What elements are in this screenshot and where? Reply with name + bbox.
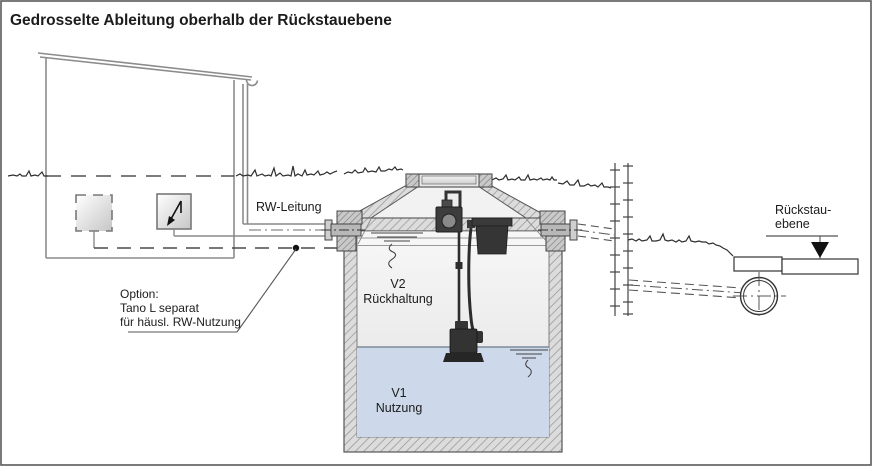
ground-left-segment	[7, 169, 48, 177]
street	[781, 258, 859, 275]
sewer-dash-bottom	[628, 289, 743, 299]
throttle-drum	[441, 213, 457, 229]
ground-over-tank-left	[343, 165, 404, 175]
outlet-flange	[538, 210, 582, 252]
inlet-flange	[321, 210, 365, 252]
pump-base	[443, 353, 484, 362]
pump	[449, 328, 478, 354]
v1-name-label: Nutzung	[376, 401, 423, 415]
sewer-pipe-section	[733, 272, 786, 320]
pump-symbol-icon	[167, 200, 182, 226]
ground-over-tank-right	[491, 173, 557, 181]
v1-level-squiggle	[510, 349, 548, 378]
inlet-flange-bottom-block	[336, 235, 357, 252]
outlet-dash-bottom	[577, 235, 615, 242]
roof-inner-line	[39, 56, 252, 81]
backflow-label-line1: Rückstau-	[775, 203, 831, 217]
intake-basket	[475, 225, 509, 255]
optional-storage-unit-box	[75, 194, 113, 232]
ground-house-to-tank	[235, 165, 338, 178]
v2-level-squiggle	[371, 232, 423, 269]
cone-inner-edge-left	[357, 218, 372, 245]
inlet-flange-top-block	[336, 210, 363, 225]
pump-symbol-arrowhead	[167, 216, 175, 226]
sewer-dash-top	[628, 279, 742, 289]
gutter-hook	[245, 79, 259, 87]
cone-inner-edge-right	[525, 218, 550, 245]
option-connection-dot	[292, 244, 300, 252]
backflow-level-triangle-icon	[811, 242, 829, 258]
pump-cap	[455, 321, 468, 330]
house-connections	[93, 223, 338, 252]
manhole-block-right	[478, 173, 493, 188]
ground-right-of-fence	[627, 232, 734, 257]
option-label-line1: Option:	[120, 287, 159, 301]
manhole-cover	[405, 173, 493, 188]
sidewalk	[733, 256, 783, 272]
manhole-lid	[421, 175, 477, 185]
option-leader-line	[236, 248, 297, 333]
roof-line	[37, 52, 253, 78]
house	[37, 52, 259, 259]
ground-tank-to-fence	[557, 178, 612, 189]
intake-basket-rim	[471, 217, 513, 227]
sewer-dash-center	[628, 284, 746, 294]
pump-symbol-diagonal	[170, 200, 182, 220]
outlet-flange-top-block	[539, 210, 566, 225]
option-label-line2: Tano L separat	[120, 301, 200, 315]
backflow-label-line2: ebene	[775, 217, 810, 231]
ground-line	[7, 165, 734, 257]
rw-leitung-label: RW-Leitung	[256, 200, 322, 214]
basket-elbow	[467, 220, 475, 228]
option-label-line3: für häusl. RW-Nutzung	[120, 315, 241, 329]
cable-node	[455, 262, 463, 269]
outlet-dash-center	[577, 229, 615, 236]
sewer-connection-pipe	[628, 279, 746, 299]
outlet-flange-bottom-block	[545, 235, 566, 252]
v1-code-label: V1	[391, 386, 406, 400]
pump-unit-box	[156, 193, 192, 230]
manhole-block-left	[405, 173, 420, 188]
option-annotation: Option: Tano L separat für häusl. RW-Nut…	[120, 248, 297, 333]
water-level-squiggles	[371, 232, 548, 378]
diagram-title: Gedrosselte Ableitung oberhalb der Rücks…	[10, 12, 392, 29]
v2-code-label: V2	[390, 277, 405, 291]
outlet-dash-top	[577, 223, 615, 230]
outlet-pipe-dashed	[577, 223, 615, 242]
backflow-level-symbol	[766, 235, 838, 259]
v2-name-label: Rückhaltung	[363, 292, 433, 306]
cistern-equipment	[435, 190, 513, 362]
